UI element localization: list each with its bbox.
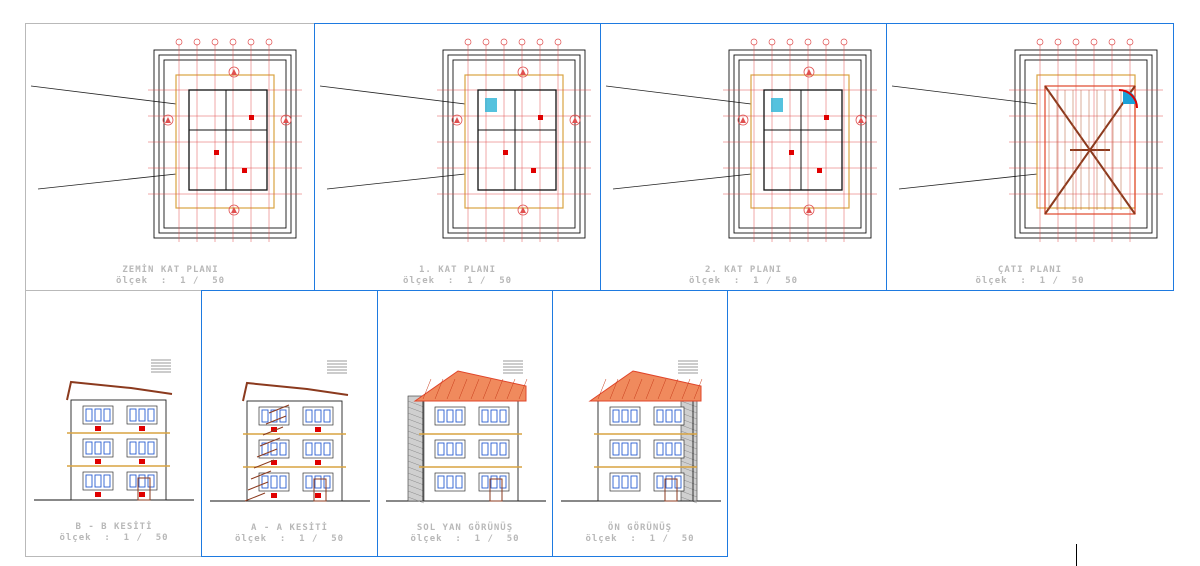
sheet-scale: ölçek : 1 / 50 xyxy=(59,533,169,543)
sheet-scale: ölçek : 1 / 50 xyxy=(585,534,695,544)
sheet-scale: ölçek : 1 / 50 xyxy=(402,276,513,286)
sheet-title: ZEMİN KAT PLANI xyxy=(122,265,219,275)
sheet-scale: ölçek : 1 / 50 xyxy=(688,276,799,286)
sheet-scale: ölçek : 1 / 50 xyxy=(975,276,1085,286)
sheet-title: B - B KESİTİ xyxy=(75,522,153,532)
sheet-title: SOL YAN GÖRÜNÜŞ xyxy=(416,523,514,533)
floor-plan-drawing xyxy=(30,38,302,242)
sheet-title: ÖN GÖRÜNÜŞ xyxy=(607,523,673,533)
sheet-title: 2. KAT PLANI xyxy=(704,265,783,275)
section-drawing xyxy=(210,360,370,502)
section-drawing xyxy=(34,359,194,501)
elevation-drawing xyxy=(386,360,546,504)
sheet-title: 1. KAT PLANI xyxy=(418,265,497,275)
sheet-title: A - A KESİTİ xyxy=(250,523,329,533)
sheet-scale: ölçek : 1 / 50 xyxy=(115,276,226,286)
floor-plan-drawing xyxy=(605,38,877,242)
sheet-title: ÇATI PLANI xyxy=(997,265,1063,275)
sheet-scale: ölçek : 1 / 50 xyxy=(410,534,520,544)
sheet-scale: ölçek : 1 / 50 xyxy=(234,534,345,544)
elevation-drawing xyxy=(561,360,721,504)
floor-plan-drawing xyxy=(319,38,591,242)
text-cursor xyxy=(1076,544,1077,566)
roof-plan-drawing xyxy=(891,38,1163,242)
